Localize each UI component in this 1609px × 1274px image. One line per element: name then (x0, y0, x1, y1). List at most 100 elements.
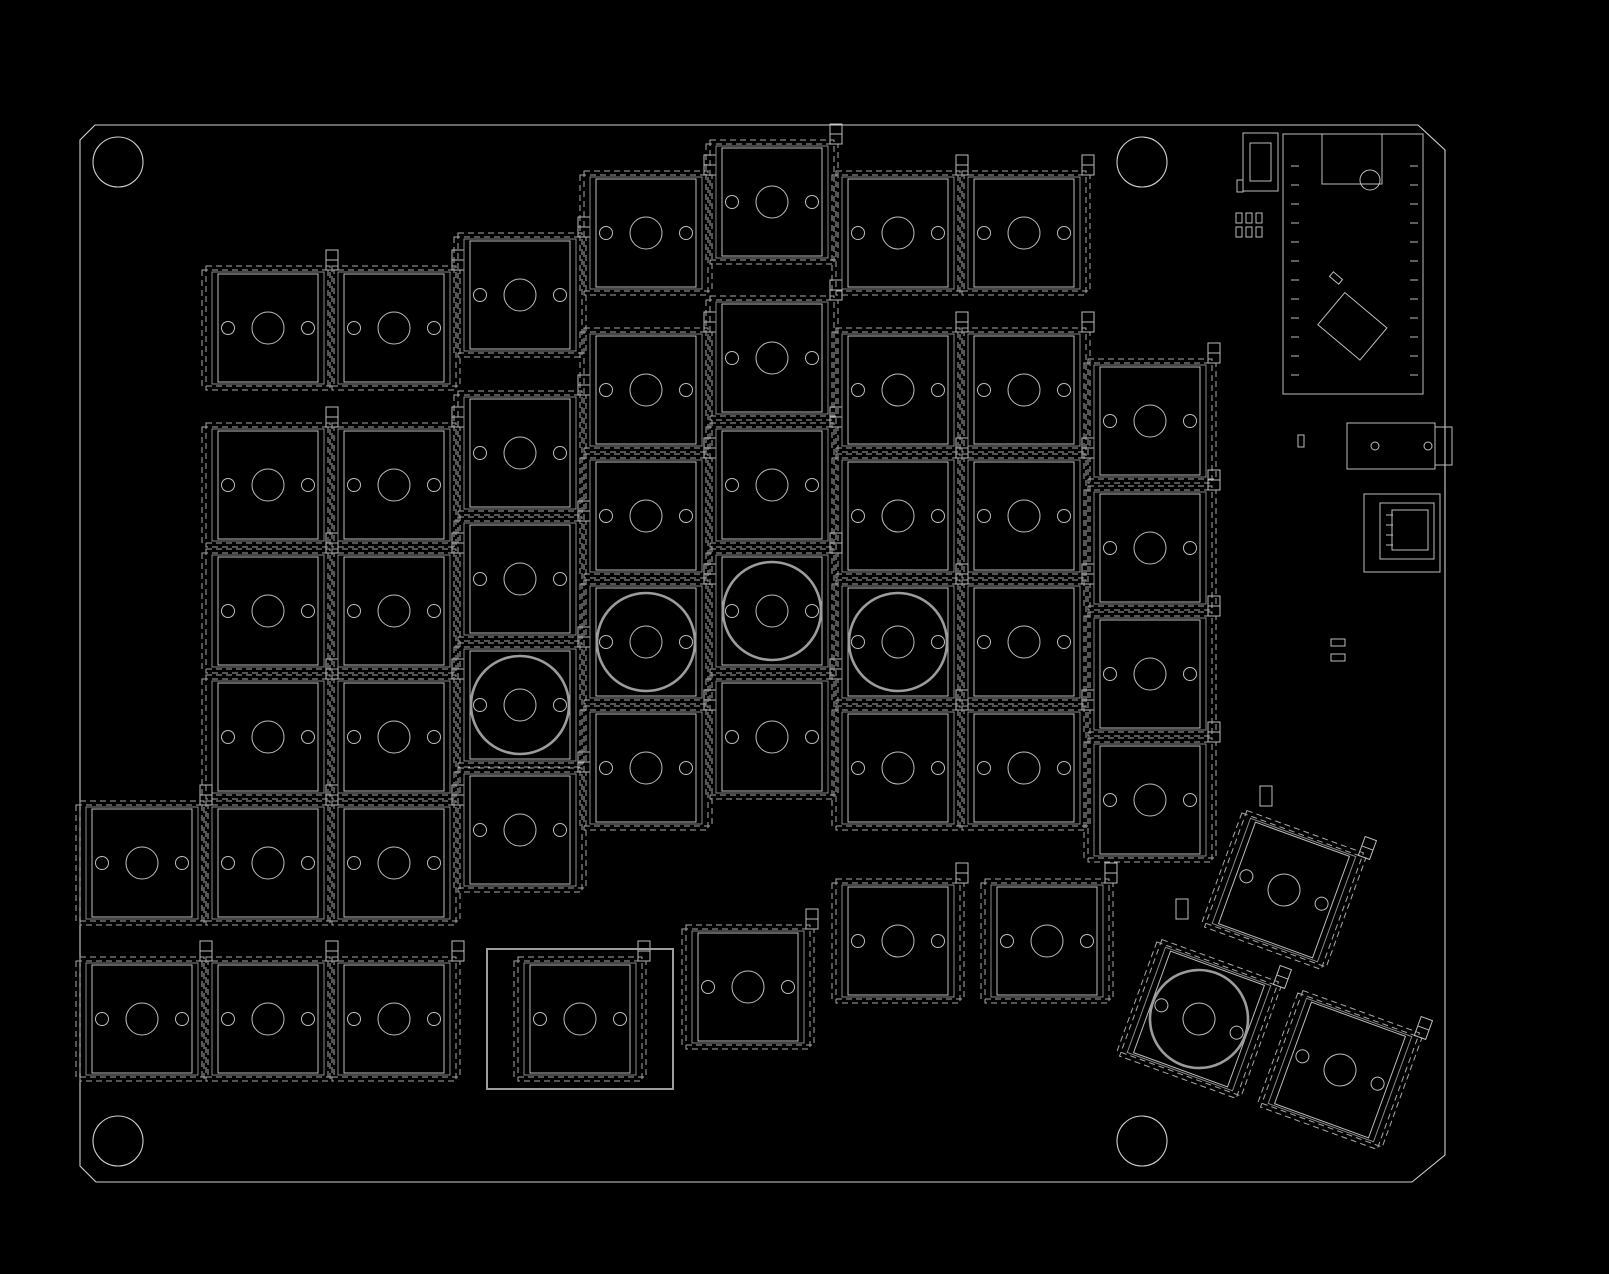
hotswap-socket-outline (831, 174, 965, 292)
key-switch (453, 216, 591, 358)
switch-pin-left (977, 761, 991, 775)
switch-pin-right (553, 446, 567, 460)
mcu-chip (1317, 291, 1388, 361)
hotswap-socket-outline (831, 709, 965, 827)
switch-body (721, 303, 823, 413)
switch-pin-left (599, 383, 613, 397)
key-switch (201, 658, 339, 800)
switch-pin-left (977, 383, 991, 397)
switch-center-hole (503, 278, 537, 312)
key-courtyard (841, 884, 955, 998)
switch-center-hole (755, 720, 789, 754)
switch-pin-left (1103, 414, 1117, 428)
switch-body (697, 932, 799, 1042)
switch-center-hole (1007, 373, 1041, 407)
switch-body (847, 587, 949, 697)
key-keepout (835, 878, 961, 1004)
key-courtyard (1093, 617, 1207, 731)
key-keepout (79, 956, 205, 1082)
switch-pin-left (851, 226, 865, 240)
switch-pin-right (1370, 1076, 1385, 1091)
hotswap-socket-outline (705, 552, 839, 670)
smd-pad (1235, 212, 1243, 224)
hotswap-socket-outline (201, 552, 335, 670)
key-switch (579, 563, 717, 705)
key-switch (705, 658, 843, 800)
key-keepout (331, 265, 457, 391)
switch-body (847, 178, 949, 288)
switch-body (595, 461, 697, 571)
key-courtyard (967, 333, 1081, 447)
switch-pin-right (1314, 896, 1329, 911)
switch-center-hole (1323, 1053, 1357, 1087)
key-keepout (1203, 809, 1365, 971)
hotswap-socket-outline (327, 804, 461, 922)
switch-body (847, 713, 949, 823)
key-courtyard (463, 522, 577, 636)
hotswap-socket-outline (705, 299, 839, 417)
smd-pad (1245, 226, 1253, 238)
key-switch (327, 658, 465, 800)
switch-pin-right (175, 1012, 189, 1026)
switch-pin-right (553, 823, 567, 837)
mcu-outline (1282, 133, 1424, 395)
key-keepout (835, 705, 961, 831)
switch-body (343, 808, 445, 918)
key-switch (327, 532, 465, 674)
switch-body (469, 775, 571, 885)
switch-center-hole (755, 594, 789, 628)
switch-body (1099, 493, 1201, 603)
switch-center-hole (881, 216, 915, 250)
key-switch (327, 406, 465, 548)
key-courtyard (841, 585, 955, 699)
switch-pin-right (613, 1012, 627, 1026)
small-smd (1297, 434, 1305, 448)
switch-pin-right (1057, 635, 1071, 649)
key-switch (831, 311, 969, 453)
key-keepout (79, 800, 205, 926)
key-keepout (457, 642, 583, 768)
key-switch (957, 563, 1095, 705)
key-switch (327, 249, 465, 391)
switch-body (217, 682, 319, 792)
hotswap-socket-outline (579, 583, 713, 701)
switch-pin-left (725, 351, 739, 365)
switch-center-hole (755, 468, 789, 502)
switch-pin-right (301, 730, 315, 744)
hotswap-socket-outline (957, 709, 1091, 827)
hotswap-socket-outline (327, 426, 461, 544)
key-switch (957, 437, 1095, 579)
hotswap-socket-outline (705, 678, 839, 796)
trrs-jack (1346, 422, 1436, 470)
key-courtyard (211, 271, 325, 385)
switch-pin-left (221, 478, 235, 492)
switch-pin-right (931, 635, 945, 649)
key-courtyard (1093, 743, 1207, 857)
switch-pin-right (301, 321, 315, 335)
key-keepout (457, 767, 583, 893)
switch-pin-right (427, 1012, 441, 1026)
hotswap-socket-outline (201, 960, 335, 1078)
switch-pin-right (301, 478, 315, 492)
key-keepout (1259, 989, 1421, 1151)
key-keepout (709, 295, 835, 421)
key-switch (579, 311, 717, 453)
diode-pad-line (1276, 974, 1289, 980)
hotswap-socket-outline (327, 678, 461, 796)
switch-pin-left (221, 856, 235, 870)
key-switch (327, 940, 465, 1082)
switch-body (595, 587, 697, 697)
switch-body (847, 461, 949, 571)
switch-body (595, 335, 697, 445)
switch-pin-right (805, 478, 819, 492)
switch-center-hole (251, 594, 285, 628)
key-keepout (961, 453, 1087, 579)
switch-pin-right (427, 321, 441, 335)
key-courtyard (589, 711, 703, 825)
key-keepout (331, 548, 457, 674)
key-switch (579, 437, 717, 579)
hotswap-socket-outline (831, 882, 965, 1000)
switch-center-hole (377, 1002, 411, 1036)
switch-pin-left (221, 1012, 235, 1026)
key-courtyard (967, 585, 1081, 699)
